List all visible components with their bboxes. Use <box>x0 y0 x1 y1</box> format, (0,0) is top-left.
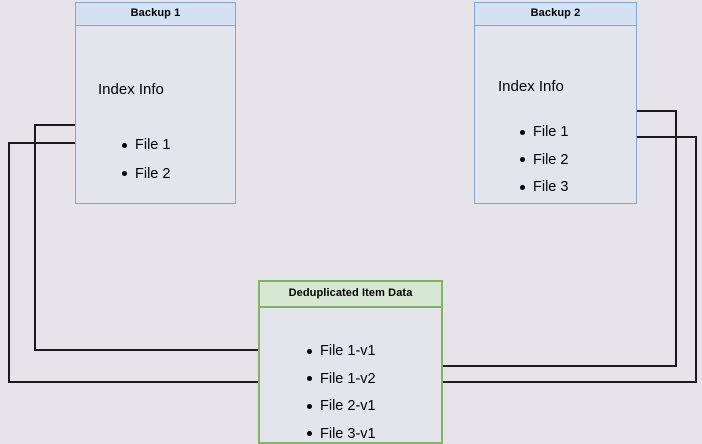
list-item[interactable]: File 2 <box>518 152 568 168</box>
node-backup-1[interactable]: Backup 1 Index Info File 1 File 2 <box>75 2 236 204</box>
node-backup-2[interactable]: Backup 2 Index Info File 1 File 2 File 3 <box>474 2 637 204</box>
list-item[interactable]: File 1-v1 <box>305 344 376 359</box>
node-backup-1-body: Index Info File 1 File 2 <box>76 26 235 203</box>
list-item[interactable]: File 2-v1 <box>305 399 376 414</box>
list-item[interactable]: File 2 <box>120 166 170 182</box>
backup-2-index-label: Index Info <box>498 78 564 95</box>
list-item[interactable]: File 1-v2 <box>305 371 376 387</box>
node-dedup-body: File 1-v1 File 1-v2 File 2-v1 File 3-v1 <box>260 308 441 442</box>
node-backup-1-title: Backup 1 <box>76 3 235 26</box>
node-dedup-title: Deduplicated Item Data <box>260 282 441 308</box>
node-backup-2-title: Backup 2 <box>475 3 636 26</box>
list-item[interactable]: File 1 <box>120 138 170 153</box>
backup-1-file-list: File 1 File 2 <box>120 138 170 181</box>
backup-2-file-list: File 1 File 2 File 3 <box>518 125 568 195</box>
list-item[interactable]: File 1 <box>518 125 568 140</box>
list-item[interactable]: File 3-v1 <box>305 426 376 442</box>
node-deduplicated-item-data[interactable]: Deduplicated Item Data File 1-v1 File 1-… <box>258 280 443 444</box>
node-backup-2-body: Index Info File 1 File 2 File 3 <box>475 26 636 203</box>
dedup-item-list: File 1-v1 File 1-v2 File 2-v1 File 3-v1 <box>305 344 376 441</box>
list-item[interactable]: File 3 <box>518 180 568 195</box>
backup-1-index-label: Index Info <box>98 81 164 98</box>
